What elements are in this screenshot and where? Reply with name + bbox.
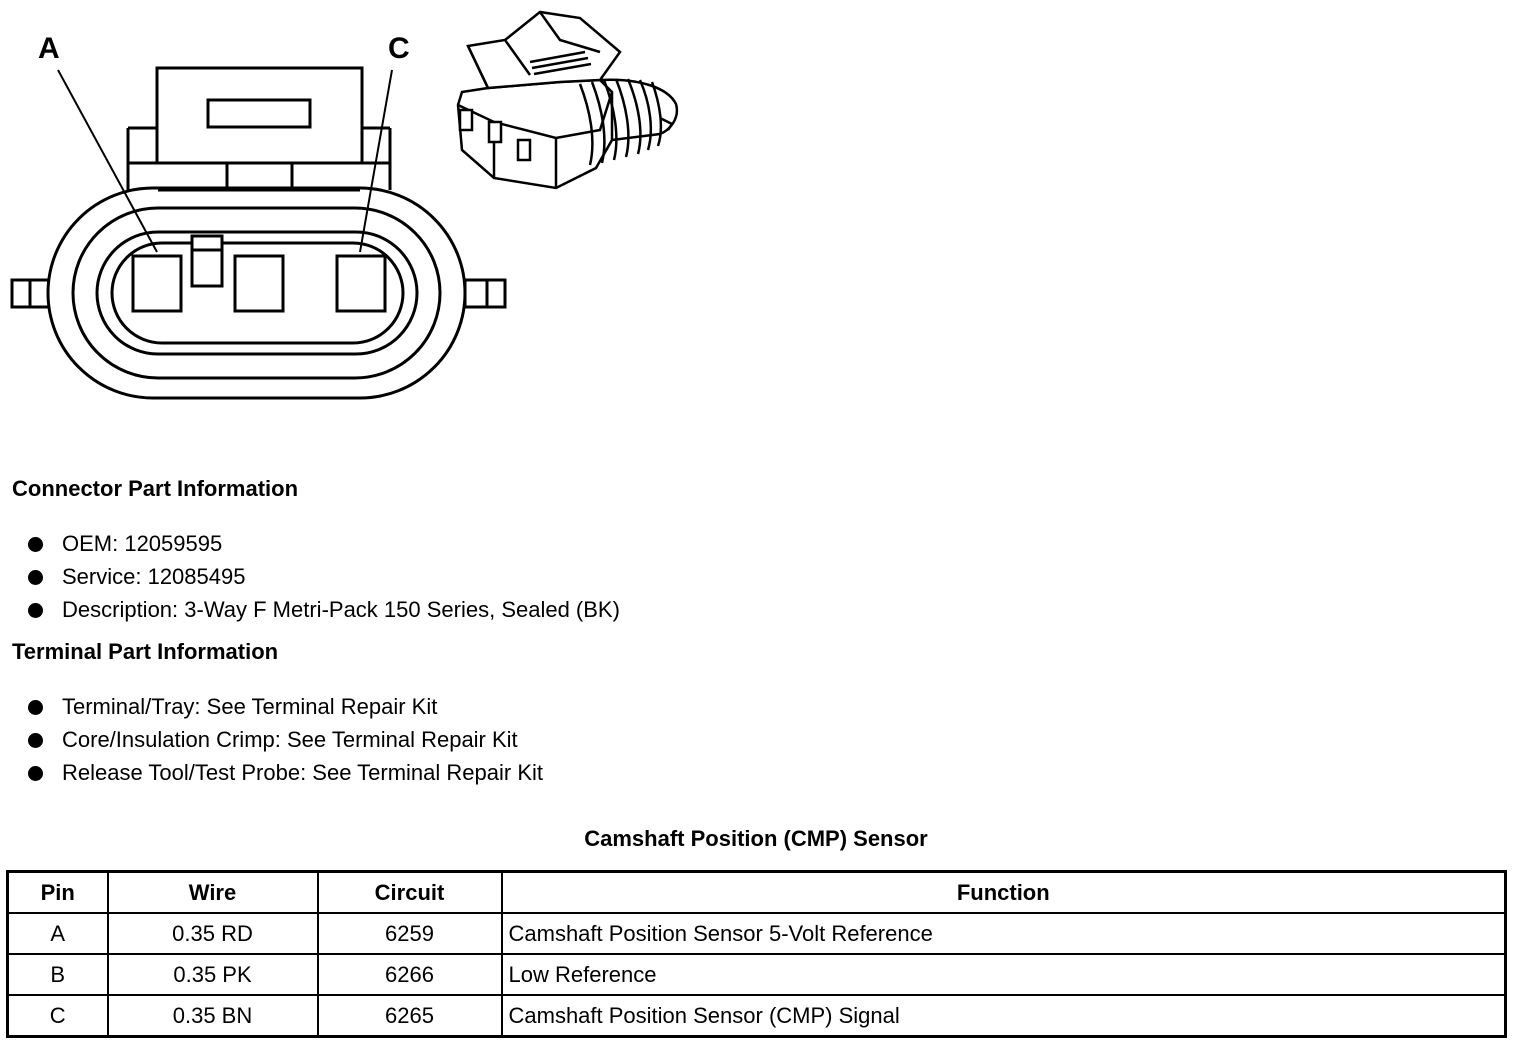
function-cell: Low Reference [500,953,1507,996]
pin-cell: A [6,912,109,955]
connector-side-tab-right [463,278,507,309]
leader-line-a [57,69,158,253]
column-header-pin: Pin [6,870,109,914]
terminal-part-info-heading: Terminal Part Information [12,639,279,664]
list-item: Terminal/Tray: See Terminal Repair Kit [28,690,543,723]
table-header-row: Pin Wire Circuit Function [6,870,1507,914]
connector-part-info-list: OEM: 12059595 Service: 12085495 Descript… [28,527,620,626]
bullet-icon [28,733,43,748]
connector-side-tab-left [10,278,54,309]
table-row: C 0.35 BN 6265 Camshaft Position Sensor … [6,994,1507,1038]
circuit-cell: 6265 [316,994,503,1038]
connector-key [190,234,224,288]
list-item: Description: 3-Way F Metri-Pack 150 Seri… [28,593,620,626]
table-title: Camshaft Position (CMP) Sensor [584,826,928,851]
bullet-icon [28,603,43,618]
terminal-part-info-list: Terminal/Tray: See Terminal Repair Kit C… [28,690,543,789]
wire-cell: 0.35 RD [106,912,319,955]
list-item: OEM: 12059595 [28,527,620,560]
function-cell: Camshaft Position Sensor 5-Volt Referenc… [500,912,1507,955]
wire-cell: 0.35 PK [106,953,319,996]
cavity-b [233,254,285,313]
column-header-function: Function [500,870,1507,914]
list-item: Service: 12085495 [28,560,620,593]
bullet-icon [28,570,43,585]
cavity-c [335,254,387,313]
label-c: C [388,32,410,65]
table-row: A 0.35 RD 6259 Camshaft Position Sensor … [6,912,1507,955]
bullet-icon [28,700,43,715]
column-header-circuit: Circuit [316,870,503,914]
bullet-icon [28,766,43,781]
pinout-table: Pin Wire Circuit Function A 0.35 RD 6259… [6,870,1507,1038]
connector-isometric-illustration [456,10,679,190]
list-item: Core/Insulation Crimp: See Terminal Repa… [28,723,543,756]
connector-diagram: A C [10,10,679,400]
pin-cell: B [6,953,109,996]
wire-cell: 0.35 BN [106,994,319,1038]
function-cell: Camshaft Position Sensor (CMP) Signal [500,994,1507,1038]
column-header-wire: Wire [106,870,319,914]
leader-line-c [359,69,393,253]
label-a: A [38,32,60,65]
connector-latch [126,66,392,191]
bullet-icon [28,537,43,552]
pin-cell: C [6,994,109,1038]
circuit-cell: 6266 [316,953,503,996]
list-item: Release Tool/Test Probe: See Terminal Re… [28,756,543,789]
cavity-a [131,254,183,313]
connector-part-info-heading: Connector Part Information [12,476,299,501]
circuit-cell: 6259 [316,912,503,955]
table-row: B 0.35 PK 6266 Low Reference [6,953,1507,996]
